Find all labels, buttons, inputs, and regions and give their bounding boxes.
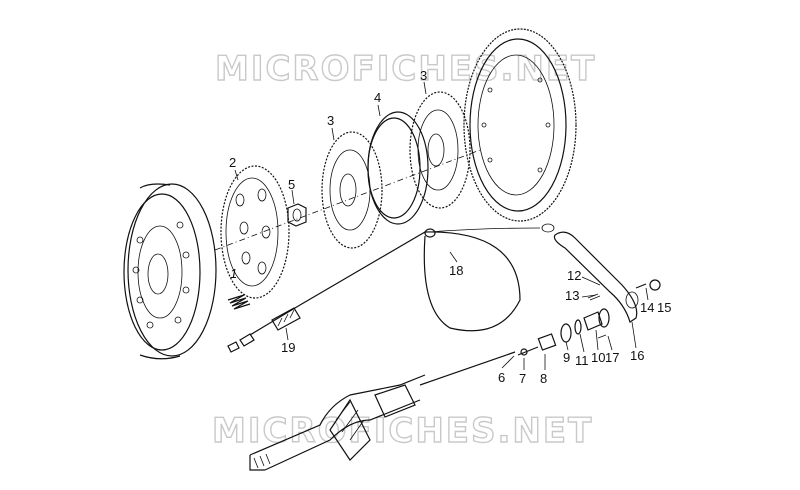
ring-gear bbox=[463, 28, 577, 222]
axis-line bbox=[214, 149, 481, 251]
clutch-plate-right bbox=[409, 91, 471, 209]
pressure-plate bbox=[220, 165, 290, 299]
callout-11: 11 bbox=[575, 353, 589, 368]
engine-flywheel bbox=[123, 183, 217, 360]
callout-3-left: 3 bbox=[327, 113, 334, 128]
callout-19: 19 bbox=[281, 340, 295, 355]
callout-18: 18 bbox=[449, 263, 463, 278]
release-lever bbox=[553, 231, 639, 323]
clutch-cable bbox=[227, 223, 555, 353]
small-parts bbox=[517, 279, 661, 356]
callout-3-right: 3 bbox=[420, 68, 427, 83]
callout-1: 1 bbox=[230, 266, 237, 281]
callout-10: 10 bbox=[591, 350, 605, 365]
callout-8: 8 bbox=[540, 371, 547, 386]
watermark-bottom: MICROFICHES.NET bbox=[212, 411, 593, 451]
clutch-shaft bbox=[249, 351, 516, 471]
callout-15: 15 bbox=[657, 300, 671, 315]
callout-2: 2 bbox=[229, 155, 236, 170]
callout-14: 14 bbox=[640, 300, 654, 315]
callout-5: 5 bbox=[288, 177, 295, 192]
callout-12: 12 bbox=[567, 268, 581, 283]
callout-9: 9 bbox=[563, 350, 570, 365]
leader-lines bbox=[234, 81, 649, 370]
clutch-spring bbox=[227, 294, 251, 310]
callout-7: 7 bbox=[519, 371, 526, 386]
hub-nut bbox=[287, 203, 307, 227]
callout-6: 6 bbox=[498, 370, 505, 385]
callout-16: 16 bbox=[630, 348, 644, 363]
friction-disc bbox=[367, 111, 429, 225]
callout-17: 17 bbox=[605, 350, 619, 365]
callout-4: 4 bbox=[374, 90, 381, 105]
watermark-top: MICROFICHES.NET bbox=[215, 49, 596, 89]
callout-13: 13 bbox=[565, 288, 579, 303]
